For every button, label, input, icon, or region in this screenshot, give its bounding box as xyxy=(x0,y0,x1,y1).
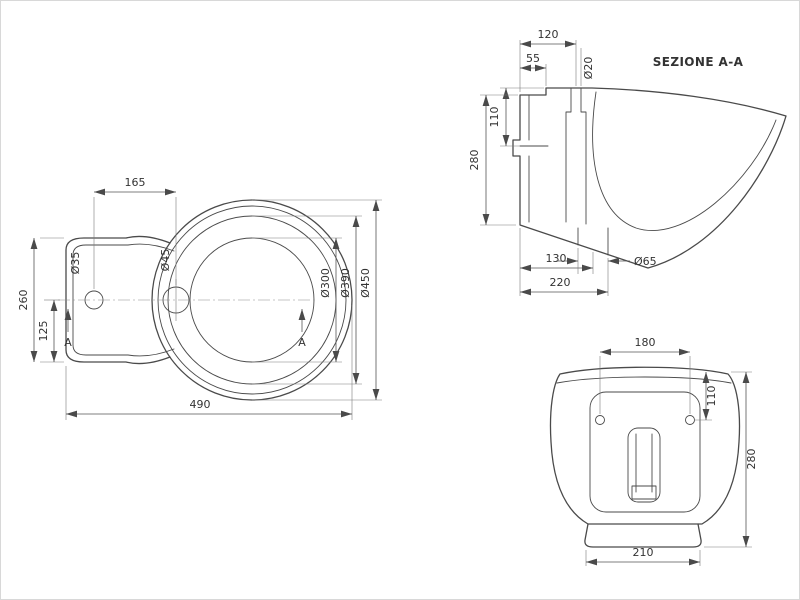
plan-section-marker-left: A xyxy=(64,309,72,349)
section-title: SEZIONE A-A xyxy=(653,55,744,69)
rear-drain-recess xyxy=(627,427,661,503)
dim-plan-dia450-label: Ø450 xyxy=(359,268,372,298)
dim-section-110: 110 xyxy=(488,87,544,147)
section-bowl-interior xyxy=(592,91,777,231)
dim-section-280-label: 280 xyxy=(468,150,481,171)
dim-plan-260: 260 xyxy=(17,237,64,363)
dim-rear-180: 180 xyxy=(599,336,691,414)
dim-section-dia65: Ø65 xyxy=(556,248,657,296)
dim-section-110-label: 110 xyxy=(488,107,501,128)
rear-body-outline xyxy=(549,366,741,525)
dim-plan-dia390-label: Ø390 xyxy=(339,268,352,298)
plan-section-marker-left-label: A xyxy=(64,336,72,349)
dim-plan-dia300-label: Ø300 xyxy=(319,268,332,298)
section-view: SEZIONE A-A 120 55 Ø20 xyxy=(468,28,787,296)
dim-rear-180-label: 180 xyxy=(635,336,656,349)
rear-top-rim-line xyxy=(556,376,732,384)
dim-plan-125: 125 xyxy=(37,299,60,362)
dim-section-55: 55 xyxy=(520,52,547,86)
dim-section-280: 280 xyxy=(468,94,518,226)
dim-plan-dia300: Ø300 xyxy=(252,237,342,363)
dim-section-220-label: 220 xyxy=(550,276,571,289)
dim-rear-280: 280 xyxy=(704,371,758,548)
dim-plan-dia390: Ø390 xyxy=(252,215,362,385)
plan-section-marker-right: A xyxy=(298,309,306,349)
dim-section-120-label: 120 xyxy=(538,28,559,41)
dim-section-55-label: 55 xyxy=(526,52,540,65)
rear-drain-outlet xyxy=(631,485,657,500)
dim-plan-490-label: 490 xyxy=(190,398,211,411)
dim-plan-dia450: Ø450 xyxy=(252,199,382,401)
rear-base-outline xyxy=(584,523,702,548)
section-inlet-channel-left xyxy=(565,87,572,223)
dim-section-dia20-label: Ø20 xyxy=(582,57,595,80)
dim-rear-210-label: 210 xyxy=(633,546,654,559)
dim-plan-260-label: 260 xyxy=(17,290,30,311)
dim-plan-165: 165 xyxy=(93,176,177,289)
dim-section-130-label: 130 xyxy=(546,252,567,265)
rear-view: 180 110 280 210 xyxy=(549,336,758,566)
dim-plan-490: 490 xyxy=(65,305,353,420)
rear-mounting-plate xyxy=(589,391,701,513)
plan-section-marker-right-label: A xyxy=(298,336,306,349)
dim-rear-110: 110 xyxy=(694,372,718,421)
dim-section-dia20: Ø20 xyxy=(580,48,595,86)
dim-rear-210: 210 xyxy=(585,546,701,566)
section-body-outline xyxy=(512,87,787,269)
dim-section-dia65-label: Ø65 xyxy=(634,255,657,268)
dim-plan-125-label: 125 xyxy=(37,321,50,342)
plan-view: 165 260 125 A A Ø35 Ø45 xyxy=(17,176,382,420)
rear-fixing-hole-left xyxy=(595,415,605,425)
dim-plan-dia45-label: Ø45 xyxy=(159,249,172,272)
dim-plan-165-label: 165 xyxy=(125,176,146,189)
section-inlet-channel-right xyxy=(580,87,587,225)
dim-section-130: 130 xyxy=(519,228,594,296)
dim-rear-110-label: 110 xyxy=(705,386,718,407)
dim-plan-dia35-label: Ø35 xyxy=(69,252,82,275)
dim-rear-280-label: 280 xyxy=(745,449,758,470)
dim-section-220: 220 xyxy=(520,276,608,296)
